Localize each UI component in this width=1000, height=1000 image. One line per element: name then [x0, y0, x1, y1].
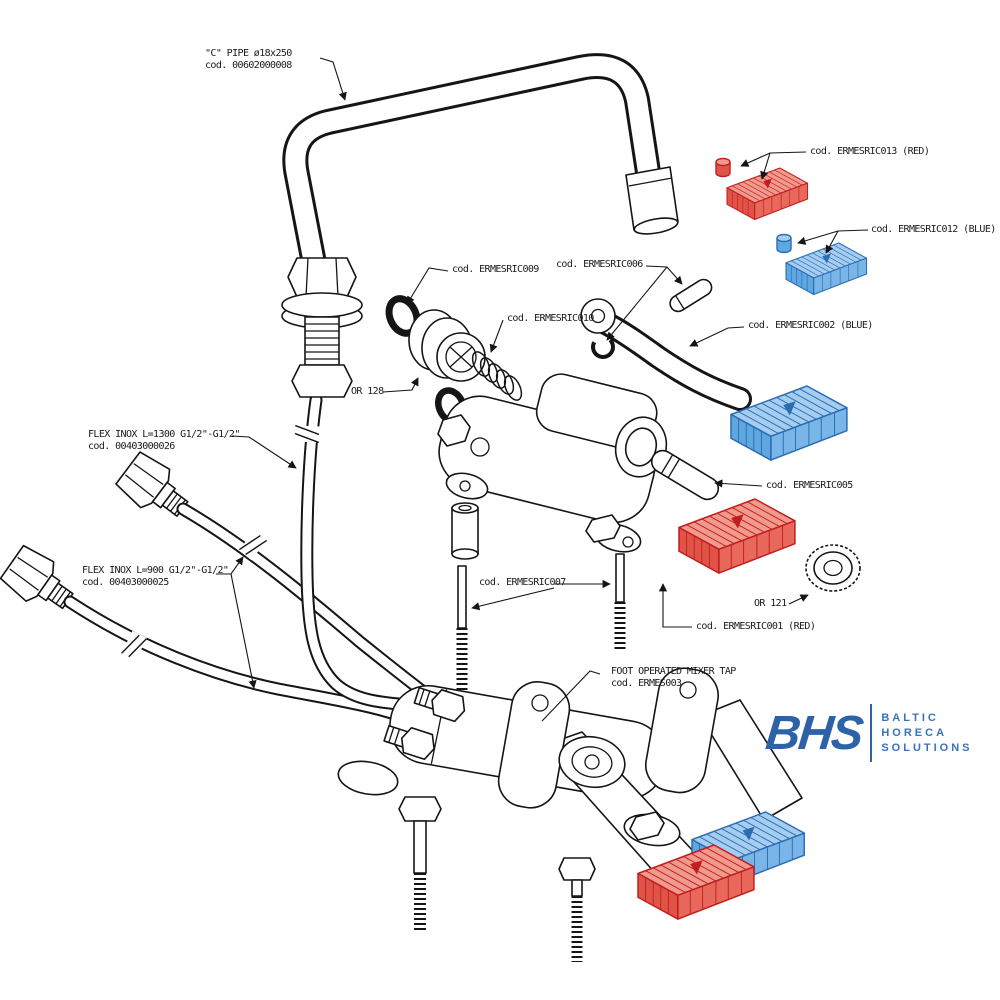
fixing-screw-right	[614, 553, 626, 652]
pivot-pin-ermesric006	[669, 278, 713, 313]
spacer-bushing	[451, 502, 479, 560]
label-flex1300: FLEX INOX L=1300 G1/2"-G1/2"cod. 0040300…	[88, 429, 240, 452]
mounting-hex-nut	[287, 257, 357, 298]
bhs-logo-tagline: BALTIC HORECA SOLUTIONS	[881, 711, 973, 754]
floor-screw-right	[558, 857, 596, 962]
spout-nozzle	[625, 166, 679, 235]
label-ermesric002: cod. ERMESRIC002 (BLUE)	[748, 320, 873, 331]
pedal-pad-blue-small	[786, 243, 867, 295]
label-ermesric001: cod. ERMESRIC001 (RED)	[696, 621, 816, 632]
spring-ermesric010	[471, 351, 523, 401]
lever-arm-blue	[699, 699, 803, 821]
quick-coupler	[408, 309, 486, 382]
cap-red	[716, 158, 730, 177]
pedal-lever-arm-blue	[580, 298, 752, 411]
bhs-logo-mark: BHS	[763, 706, 865, 760]
bhs-logo-divider	[870, 704, 873, 762]
foot-hex-bolt	[629, 811, 665, 841]
faucet-assembly	[281, 53, 679, 714]
label-ermesric007: cod. ERMESRIC007	[479, 577, 566, 588]
label-ermesric013: cod. ERMESRIC013 (RED)	[810, 146, 930, 157]
body-hex-bolt-right	[585, 514, 621, 543]
label-or128: OR 128	[351, 386, 384, 397]
leader-lines	[216, 57, 869, 722]
body-hex-bolt-left	[437, 414, 471, 447]
valve-body	[437, 373, 668, 553]
pivot-boss	[558, 735, 626, 789]
label-ermesric012: cod. ERMESRIC012 (BLUE)	[871, 224, 996, 235]
flex-hose-900-upper	[115, 451, 445, 710]
fixing-screw-left	[456, 565, 468, 703]
label-ermesric006: cod. ERMESRIC006	[556, 259, 643, 270]
label-flex900: FLEX INOX L=900 G1/2"-G1/2"cod. 00403000…	[82, 565, 229, 588]
label-ermesric010: cod. ERMESRIC010	[507, 313, 594, 324]
label-ermesric005: cod. ERMESRIC005	[766, 480, 853, 491]
mixer-tap-assembly	[337, 667, 803, 962]
threaded-shank	[291, 316, 353, 398]
pedal-pad-red-small	[727, 168, 808, 220]
pedal-pad-red-exploded	[679, 499, 795, 574]
flex-hose-900-lower	[0, 544, 435, 733]
inlet-fitting-upper	[413, 686, 466, 723]
foot-bracket-left	[337, 760, 399, 796]
valve-stem-ermesric005	[650, 449, 720, 501]
bhs-logo: BHS BALTIC HORECA SOLUTIONS	[763, 704, 973, 762]
floor-screw-left	[398, 796, 442, 932]
plug-or121	[805, 544, 861, 592]
label-or121: OR 121	[754, 598, 787, 609]
inlet-fitting-lower	[383, 724, 435, 761]
cap-blue	[777, 234, 791, 253]
label-ermesric009: cod. ERMESRIC009	[452, 264, 539, 275]
base-flange	[281, 292, 363, 329]
mounting-foot-left	[445, 472, 489, 500]
